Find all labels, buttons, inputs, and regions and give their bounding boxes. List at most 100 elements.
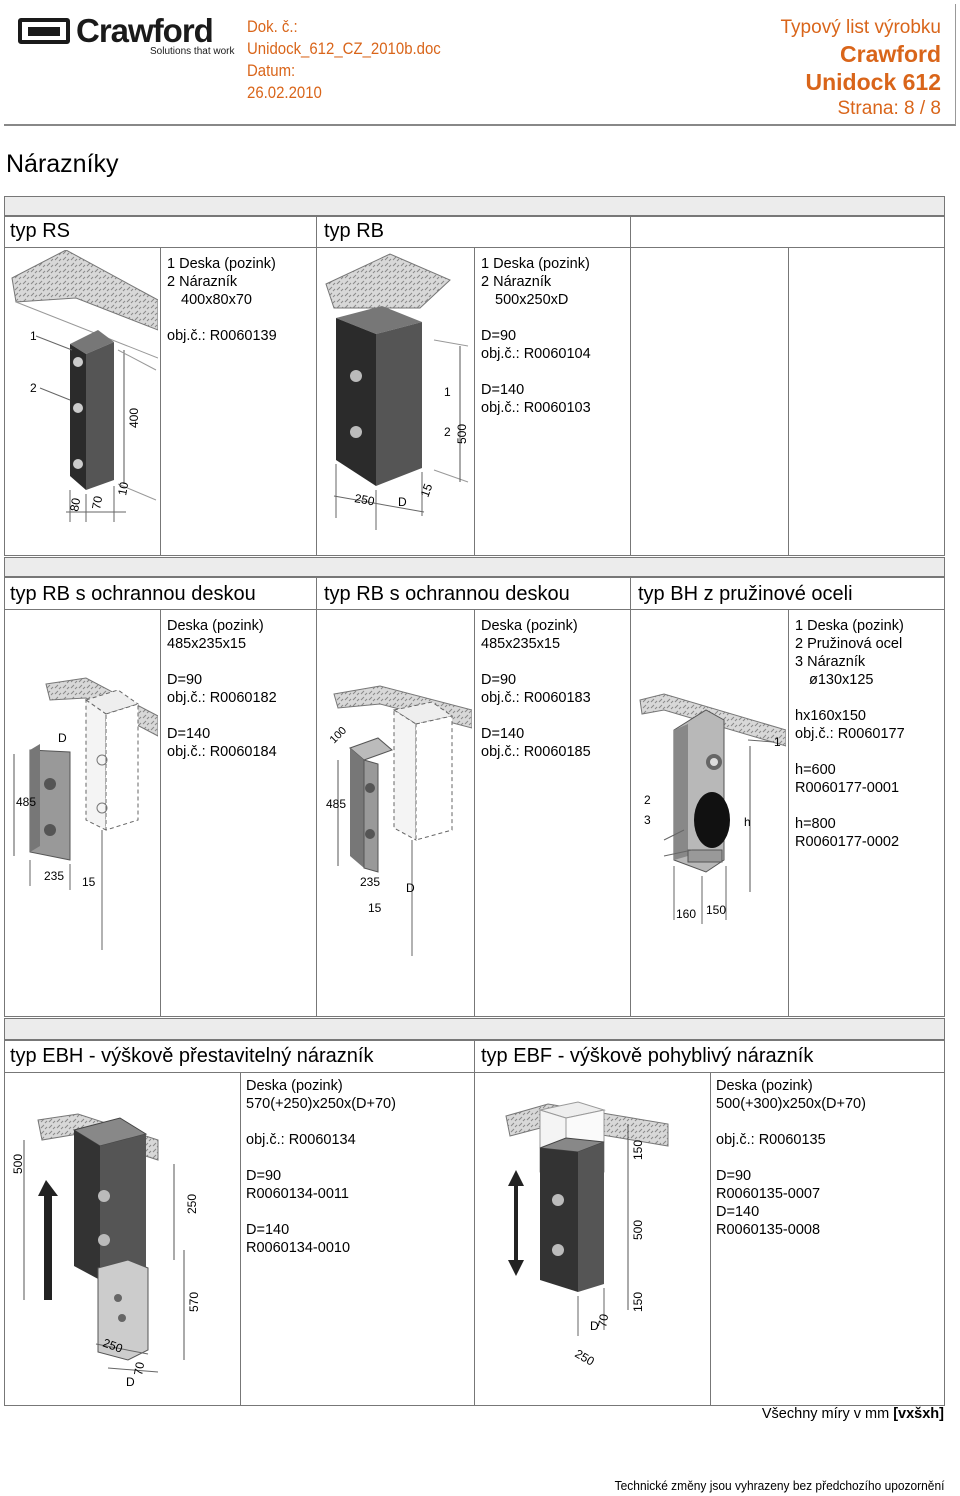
rs-dim-label: 2 <box>30 381 37 395</box>
ebf-dim-label: 70 <box>595 1313 611 1329</box>
rbs1-dim-label: 485 <box>16 795 36 809</box>
spec-line <box>795 797 905 815</box>
bh-dim-label: 1 <box>774 735 781 749</box>
spec-line: obj.č.: R0060184 <box>167 744 277 760</box>
ebh-dim-label: D <box>126 1375 135 1389</box>
spec-line: D=140 <box>481 726 525 742</box>
ebf-dim-label: D <box>590 1319 599 1333</box>
spec-line: 2 Pružinová ocel <box>795 636 903 652</box>
spec-line: obj.č.: R0060185 <box>481 744 591 760</box>
spec-line <box>481 309 591 327</box>
spec-line: Deska (pozink) <box>167 618 264 634</box>
ebf-dim-label: 150 <box>631 1140 645 1160</box>
spec-line: 485x235x15 <box>167 636 247 652</box>
bh-spring-steel-illustration: 1 2 3 h 160 150 <box>639 693 786 924</box>
rb-bumper-illustration: 1 2 500 250 D 15 <box>325 253 469 530</box>
doc-value: Unidock_612_CZ_2010b.doc <box>247 39 441 58</box>
caption-typ-ebh: typ EBH - výškově přestavitelný nárazník <box>10 1045 374 1067</box>
spec-line: obj.č.: R0060134 <box>246 1132 356 1148</box>
spec-line <box>167 707 277 725</box>
rs-bumper-illustration: 1 2 400 80 70 10 <box>11 250 158 522</box>
ebh-dim-label: 70 <box>131 1361 147 1377</box>
logo-mark-icon <box>18 18 70 44</box>
units-note-bold: [vxšxh] <box>893 1406 944 1422</box>
spec-line <box>246 1113 396 1131</box>
caption-typ-ebf: typ EBF - výškově pohyblivý nárazník <box>481 1045 814 1067</box>
spec-line <box>795 689 905 707</box>
page-number: Strana: 8 / 8 <box>837 98 941 119</box>
spec-line <box>167 653 277 671</box>
rb-protective-plate-illustration: 485 D 235 15 <box>13 677 158 950</box>
caption-typ-bh: typ BH z pružinové oceli <box>638 583 853 605</box>
date-value: 26.02.2010 <box>247 83 322 102</box>
units-note-prefix: Všechny míry v mm <box>761 1406 894 1422</box>
rbs2-dim-label: 485 <box>326 797 346 811</box>
spec-line: 500(+300)x250x(D+70) <box>716 1096 866 1112</box>
spec-line: D=140 <box>246 1222 290 1238</box>
spec-line <box>246 1203 396 1221</box>
spec-line: 400x80x70 <box>181 292 252 308</box>
ebh-dim-label: 250 <box>185 1194 199 1214</box>
spec-line: Deska (pozink) <box>246 1078 343 1094</box>
ebf-dim-label: 150 <box>631 1292 645 1312</box>
spec-line: R0060135-0007 <box>716 1186 821 1202</box>
bh-dim-label: 160 <box>676 907 696 921</box>
bh-dim-label: 3 <box>644 813 651 827</box>
rb-dim-label: 250 <box>353 491 375 508</box>
spec-line: 2 Nárazník <box>167 274 238 290</box>
bh-dim-label: h <box>744 815 751 829</box>
spec-line <box>716 1149 866 1167</box>
spec-line <box>795 743 905 761</box>
spec-line: obj.č.: R0060177 <box>795 726 905 742</box>
spec-line: h=600 <box>795 762 836 778</box>
caption-typ-rb: typ RB <box>324 220 385 242</box>
product-info: Typový list výrobku Crawford Unidock 612… <box>781 16 942 122</box>
crawford-logo: Crawford Solutions that work <box>18 12 238 60</box>
spec-line: D=90 <box>167 672 203 688</box>
product-brand: Crawford <box>840 41 941 67</box>
ebf-dim-label: 500 <box>631 1220 645 1240</box>
spec-typ-rb: 1 Deska (pozink) 2 Nárazník 500x250xD D=… <box>481 255 591 417</box>
spec-line: 1 Deska (pozink) <box>795 618 904 634</box>
caption-typ-rb-s-deskou-2: typ RB s ochrannou deskou <box>324 583 570 605</box>
date-label: Datum: <box>247 61 296 80</box>
units-note: Všechny míry v mm [vxšxh] <box>762 1406 944 1422</box>
spec-typ-rb-s-deskou-1: Deska (pozink) 485x235x15 D=90 obj.č.: R… <box>167 617 277 761</box>
spec-typ-rb-s-deskou-2: Deska (pozink) 485x235x15 D=90 obj.č.: R… <box>481 617 591 761</box>
spec-line: 500x250xD <box>495 292 569 308</box>
rb-dim-label: 2 <box>444 425 451 439</box>
spec-line: D=140 <box>481 382 525 398</box>
doc-label: Dok. č.: <box>247 17 298 36</box>
spec-line: R0060135-0008 <box>716 1222 821 1238</box>
spec-typ-bh: 1 Deska (pozink) 2 Pružinová ocel 3 Nára… <box>795 617 905 851</box>
spec-line: 570(+250)x250x(D+70) <box>246 1096 396 1112</box>
spec-line: obj.č.: R0060135 <box>716 1132 826 1148</box>
ebh-adjustable-bumper-illustration: 500 250 570 250 D 70 <box>11 1113 201 1389</box>
spec-line: obj.č.: R0060104 <box>481 346 591 362</box>
rbs1-dim-label: D <box>58 731 67 745</box>
spec-line: obj.č.: R0060103 <box>481 400 591 416</box>
page-header: Crawford Solutions that work Dok. č.: Un… <box>4 4 956 126</box>
rb-dim-label: 1 <box>444 385 451 399</box>
spec-line <box>716 1113 866 1131</box>
caption-typ-rb-s-deskou-1: typ RB s ochrannou deskou <box>10 583 256 605</box>
rs-dim-label: 10 <box>115 481 131 497</box>
rb-dim-label: D <box>398 495 407 509</box>
ebh-dim-label: 570 <box>187 1292 201 1312</box>
spec-line <box>246 1149 396 1167</box>
spec-line: 3 Nárazník <box>795 654 866 670</box>
rbs1-dim-label: 235 <box>44 869 64 883</box>
rb-dim-label: 500 <box>455 424 469 444</box>
rbs2-dim-label: 15 <box>368 901 382 915</box>
spec-line: R0060134-0011 <box>246 1186 349 1202</box>
rb-protective-plate-bent-illustration: 100 485 235 D 15 <box>326 685 472 956</box>
spec-line <box>481 363 591 381</box>
rbs2-dim-label: 235 <box>360 875 380 889</box>
spec-line: R0060177-0002 <box>795 834 900 850</box>
ebh-dim-label: 250 <box>101 1336 125 1356</box>
rbs1-dim-label: 15 <box>82 875 96 889</box>
spec-typ-ebf: Deska (pozink) 500(+300)x250x(D+70) obj.… <box>716 1077 866 1239</box>
spec-line: Deska (pozink) <box>481 618 578 634</box>
spec-line: D=90 <box>481 672 517 688</box>
spec-line: hx160x150 <box>795 708 866 724</box>
